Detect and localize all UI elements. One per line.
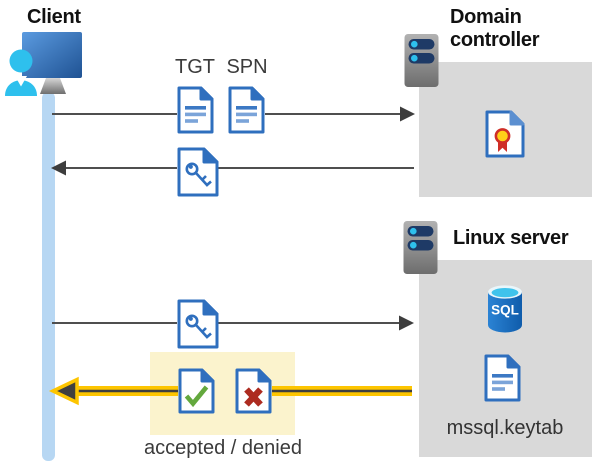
- certificate-document-icon: [485, 110, 525, 158]
- user-at-computer-icon: [5, 32, 82, 96]
- key-glyph: [185, 162, 212, 187]
- mssql-keytab-label: mssql.keytab: [446, 417, 564, 439]
- client-lifeline-bar: [42, 92, 55, 461]
- keytab-document-icon: [484, 354, 521, 402]
- sql-database-icon: SQL: [488, 285, 522, 333]
- tgt-label: TGT: [175, 56, 215, 78]
- key-glyph: [185, 314, 212, 339]
- server-icon: [404, 34, 439, 87]
- client-label: Client: [27, 6, 81, 28]
- accepted-denied-label: accepted / denied: [144, 437, 302, 459]
- arrow-linux-to-client-highlighted: [48, 376, 412, 406]
- arrowhead-left-yellow: [48, 376, 79, 406]
- spn-document-icon: [228, 86, 265, 134]
- linux-server-label: Linux server: [453, 227, 569, 249]
- server-icon: [403, 221, 438, 274]
- key-document-icon-row3: [177, 299, 219, 349]
- accepted-document-icon: [178, 368, 215, 414]
- key-document-icon-row2: [177, 147, 219, 197]
- cross-icon: [244, 387, 263, 407]
- arrowhead-right-row1: [400, 106, 415, 122]
- person-head: [9, 49, 33, 73]
- check-icon: [184, 385, 209, 408]
- domain-controller-label: Domain controller: [450, 6, 540, 51]
- arrowhead-right-row3: [399, 315, 414, 331]
- seal: [494, 128, 511, 144]
- person-collar: [15, 76, 27, 87]
- denied-document-icon: [235, 368, 272, 414]
- spn-label: SPN: [226, 56, 268, 78]
- tgt-document-icon: [177, 86, 214, 134]
- person-body: [5, 80, 37, 96]
- monitor-stand: [40, 78, 66, 94]
- sql-text: SQL: [491, 303, 519, 318]
- arrowhead-left-row2: [51, 160, 66, 176]
- monitor-screen: [22, 32, 82, 78]
